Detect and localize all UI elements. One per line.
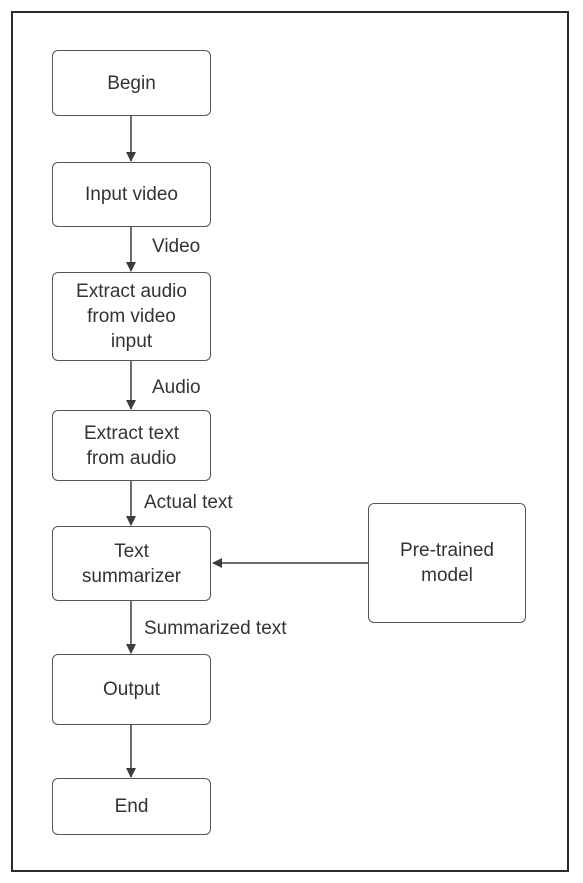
node-begin: Begin (52, 50, 211, 116)
edge-label-actual-text: Actual text (144, 492, 233, 513)
node-extract-audio: Extract audio from video input (52, 272, 211, 361)
edge-label-video: Video (152, 236, 201, 257)
node-pretrained-model: Pre-trained model (368, 503, 526, 623)
edge-label-summarized-text: Summarized text (144, 618, 287, 639)
diagram-frame (11, 11, 569, 872)
node-text-summarizer: Text summarizer (52, 526, 211, 601)
node-output: Output (52, 654, 211, 725)
edge-label-audio: Audio (152, 377, 201, 398)
node-input-video: Input video (52, 162, 211, 227)
node-extract-text: Extract text from audio (52, 410, 211, 481)
node-end: End (52, 778, 211, 835)
